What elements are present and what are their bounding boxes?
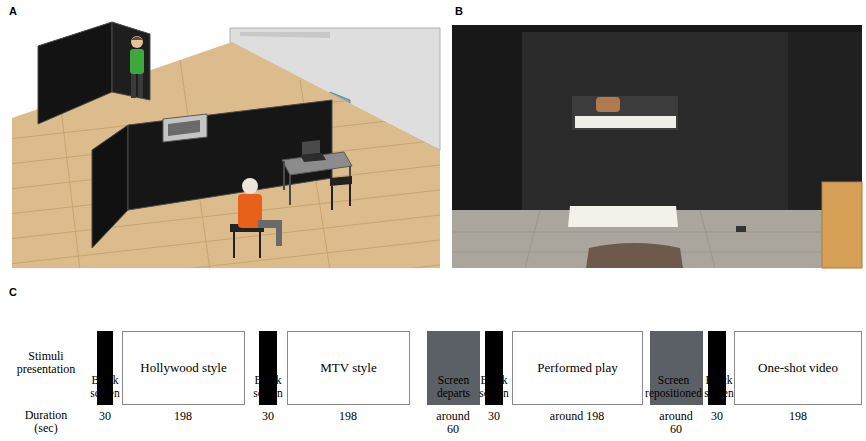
duration-value: 198 bbox=[328, 410, 368, 423]
transition-box: Screen repositioned bbox=[650, 331, 703, 405]
duration-value: around 198 bbox=[537, 410, 617, 423]
transition-box: Screen departs bbox=[427, 331, 480, 405]
stimulus-box: MTV style bbox=[287, 331, 410, 405]
box-heading: Black screen bbox=[83, 374, 127, 400]
stimulus-box: Performed play bbox=[512, 331, 643, 405]
box-label: Performed play bbox=[537, 361, 618, 376]
row-label: Stimuli presentation bbox=[13, 350, 79, 376]
box-label: Hollywood style bbox=[140, 361, 226, 376]
box-heading: Screen repositioned bbox=[643, 374, 705, 400]
black-screen-box: Black screen bbox=[708, 331, 726, 405]
duration-value: 198 bbox=[163, 410, 203, 423]
panel-letter: B bbox=[455, 5, 471, 17]
duration-value: 198 bbox=[778, 410, 818, 423]
black-screen-box: Black screen bbox=[485, 331, 503, 405]
duration-value: 30 bbox=[479, 410, 509, 423]
stimulus-box: Hollywood style bbox=[122, 331, 245, 405]
box-heading: Black screen bbox=[472, 374, 516, 400]
duration-value: 30 bbox=[85, 410, 125, 423]
panel-letter: A bbox=[9, 5, 25, 17]
duration-value: 30 bbox=[702, 410, 732, 423]
duration-value: around 60 bbox=[656, 410, 696, 436]
box-heading: Screen departs bbox=[425, 374, 483, 400]
black-screen-box: Black screen bbox=[97, 331, 113, 405]
duration-value: around 60 bbox=[433, 410, 473, 436]
room-render bbox=[0, 22, 440, 315]
panel-letter: C bbox=[9, 286, 25, 298]
room-photo bbox=[452, 25, 862, 268]
row-label: Duration (sec) bbox=[16, 409, 76, 435]
box-label: MTV style bbox=[320, 361, 376, 376]
black-screen-box: Black screen bbox=[259, 331, 277, 405]
box-heading: Black screen bbox=[246, 374, 290, 400]
duration-value: 30 bbox=[248, 410, 288, 423]
stimulus-box: One-shot video bbox=[734, 331, 862, 405]
box-label: One-shot video bbox=[758, 361, 838, 376]
